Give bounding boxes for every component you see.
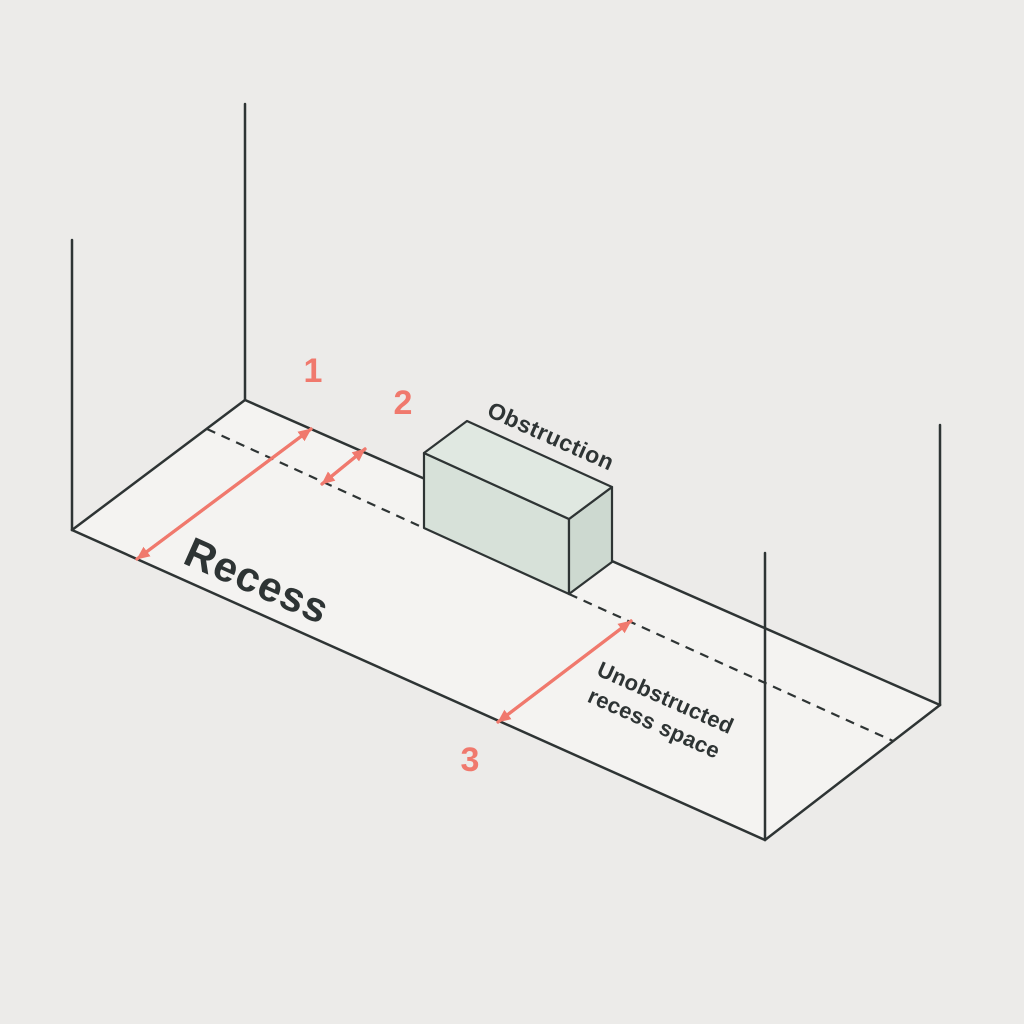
obstruction-box [422, 419, 614, 596]
floor-edge-back-left [70, 398, 247, 532]
floor-edge-front [70, 528, 767, 842]
floor-edge-right [763, 703, 942, 842]
dimension-label-1: 1 [304, 352, 323, 390]
obstruction-projection-dashed-line [206, 427, 894, 743]
wall-edges [70, 102, 942, 842]
dimension-labels: 1 2 3 [304, 352, 480, 779]
dimension-arrows [135, 427, 633, 724]
dimension-arrow-3-reverse [496, 619, 633, 724]
obstruction-box-top-face [422, 419, 614, 521]
dimension-label-3: 3 [461, 741, 480, 779]
recess-floor-surface [72, 400, 940, 840]
dashed-line-left-segment [206, 427, 425, 530]
dashed-line-right-segment [568, 592, 894, 743]
dimension-label-2: 2 [394, 384, 413, 422]
dimension-arrow-1-reverse [135, 427, 313, 561]
dimension-arrow-2-reverse [320, 447, 367, 486]
